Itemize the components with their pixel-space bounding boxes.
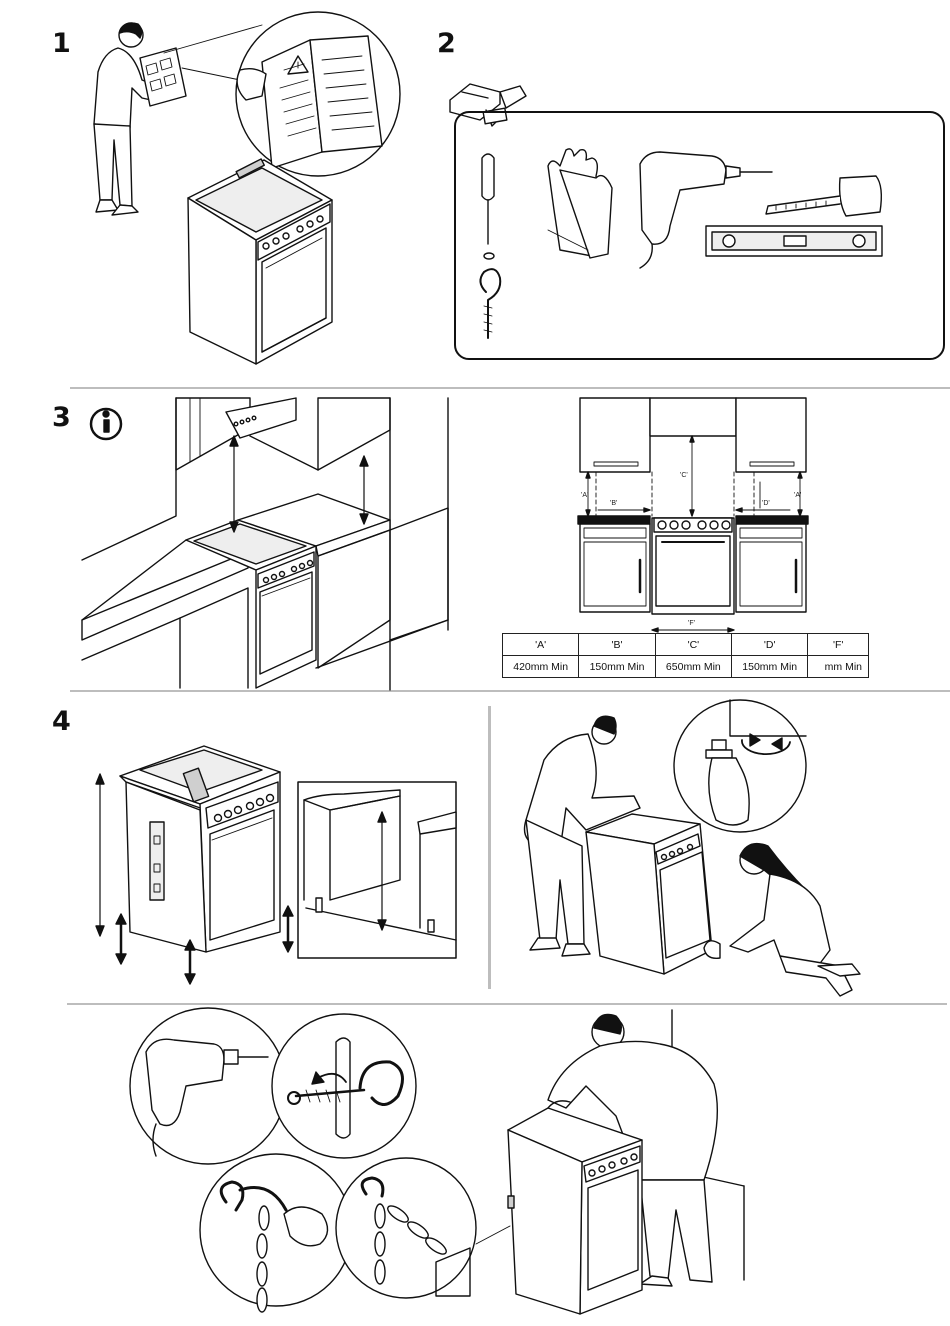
bottom-chain-attached-magnifier: [336, 1158, 510, 1298]
clearance-table: 'A' 'B' 'C' 'D' 'F' 420mm Min 150mm Min …: [502, 633, 869, 678]
step4-foot-adjust-magnifier: [674, 700, 806, 832]
clearance-value-f: mm Min: [808, 656, 869, 678]
label-d: 'D': [762, 500, 770, 507]
step3-kitchen-perspective: [82, 398, 448, 690]
step4-height-detail: [298, 782, 456, 958]
step1-cooker: [188, 159, 332, 364]
label-c: 'C': [680, 472, 688, 479]
bottom-hook-screw-magnifier: [272, 1014, 416, 1158]
clearance-header-d: 'D': [732, 634, 808, 656]
clearance-value-d: 150mm Min: [732, 656, 808, 678]
spirit-level-icon: [706, 226, 882, 256]
step1-manual-magnifier: [236, 12, 400, 176]
clearance-table-header-row: 'A' 'B' 'C' 'D' 'F': [503, 634, 869, 656]
clearance-table-value-row: 420mm Min 150mm Min 650mm Min 150mm Min …: [503, 656, 869, 678]
label-b: 'B': [610, 500, 617, 507]
tape-measure-icon: [766, 176, 881, 216]
screwdriver-icon: [482, 154, 494, 259]
bottom-drill-magnifier: [130, 1008, 286, 1164]
clearance-value-a: 420mm Min: [503, 656, 579, 678]
clearance-value-c: 650mm Min: [655, 656, 731, 678]
clearance-header-b: 'B': [579, 634, 655, 656]
step3-clearance-diagram: [578, 398, 808, 632]
info-icon: [91, 409, 121, 439]
bottom-chain-hook-magnifier: [200, 1154, 352, 1312]
bottom-person-securing-cooker: [508, 1010, 744, 1314]
hook-screw-icon: [480, 269, 500, 338]
label-a-left: 'A': [581, 492, 588, 499]
clearance-header-f: 'F': [808, 634, 869, 656]
gloves-icon: [548, 149, 612, 258]
clearance-header-c: 'C': [655, 634, 731, 656]
label-f: 'F': [688, 620, 695, 627]
clearance-value-b: 150mm Min: [579, 656, 655, 678]
step2-toolbox-icon: [450, 84, 526, 126]
step4-cooker-adjust: [96, 746, 293, 984]
label-a-right: 'A': [794, 492, 801, 499]
clearance-header-a: 'A': [503, 634, 579, 656]
